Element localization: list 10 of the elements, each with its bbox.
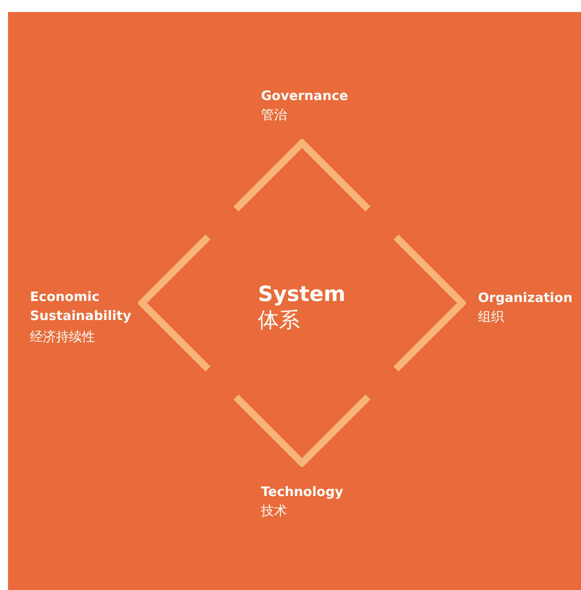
pillar-label: Technology xyxy=(261,484,344,502)
pillar-label: Organization xyxy=(478,290,572,308)
pillar-label-chinese: 经济持续性 xyxy=(30,329,95,347)
pillar-label-chinese: 技术 xyxy=(261,503,287,521)
pillar-label: Economic Sustainability xyxy=(30,289,132,326)
pillar-label-chinese: 管治 xyxy=(261,107,287,125)
pillar-label-chinese: 组织 xyxy=(478,309,504,327)
center-subtitle: 体系 xyxy=(258,307,301,333)
pillar-label: Governance xyxy=(261,88,348,106)
center-title: System xyxy=(258,281,346,307)
